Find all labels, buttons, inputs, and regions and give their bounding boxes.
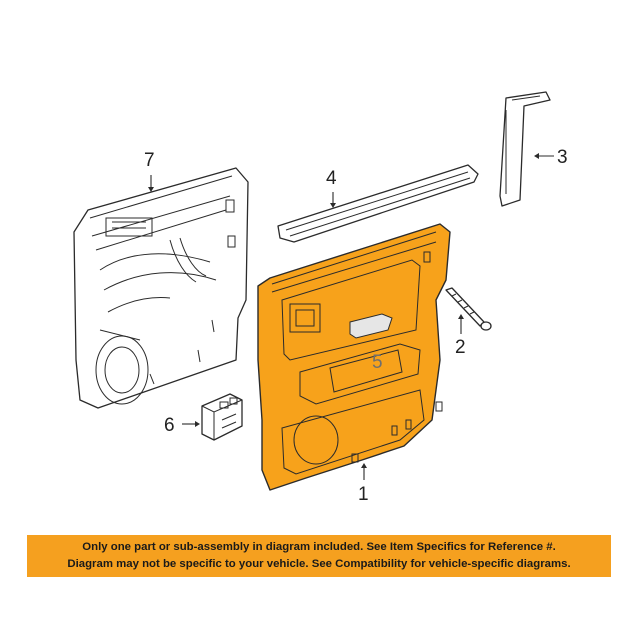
callout-7: 7 xyxy=(144,150,155,171)
disclaimer-line-1: Only one part or sub-assembly in diagram… xyxy=(82,541,556,553)
part-2-fastener xyxy=(445,287,492,331)
part-1-door-trim-panel xyxy=(257,223,451,491)
callout-2: 2 xyxy=(455,337,466,358)
part-3-trim-molding xyxy=(499,91,551,207)
part-4-weatherstrip xyxy=(277,164,479,243)
callout-5: 5 xyxy=(372,352,383,373)
callout-6: 6 xyxy=(164,415,175,436)
part-6-switch-module xyxy=(201,393,243,441)
callout-4: 4 xyxy=(326,168,337,189)
leader-lines xyxy=(148,153,554,480)
disclaimer-line-2: Diagram may not be specific to your vehi… xyxy=(67,558,571,570)
disclaimer-banner: Only one part or sub-assembly in diagram… xyxy=(27,535,611,577)
callout-1: 1 xyxy=(358,484,369,505)
callout-3: 3 xyxy=(557,147,568,168)
part-7-door-inner-frame xyxy=(73,167,249,409)
